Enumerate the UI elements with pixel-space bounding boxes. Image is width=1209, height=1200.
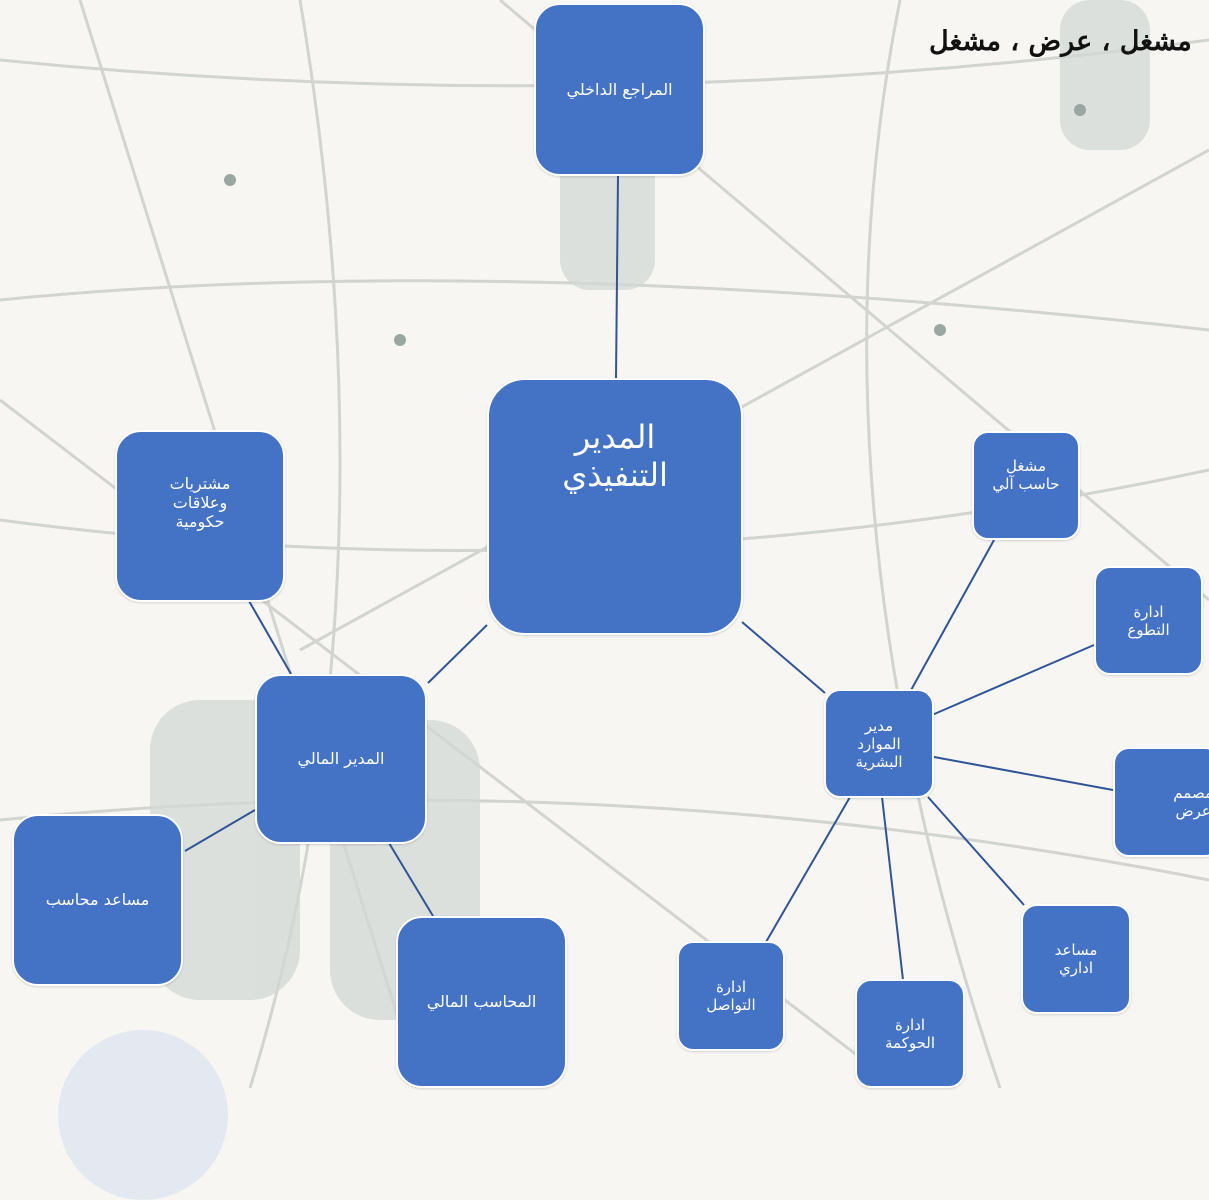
node-presentation-designer-label: مصمم عرض bbox=[1173, 784, 1209, 820]
connector-hr-admin-assistant bbox=[927, 796, 1025, 906]
connector-ceo-hr bbox=[741, 621, 826, 694]
node-procurement[interactable]: مشتريات وعلاقات حكومية bbox=[115, 430, 285, 602]
node-hr-manager-label: مدير الموارد البشرية bbox=[855, 716, 903, 771]
connector-hr-designer bbox=[933, 756, 1114, 791]
node-admin-assistant[interactable]: مساعد اداري bbox=[1021, 904, 1131, 1014]
connector-hr-computer-operator bbox=[909, 539, 995, 693]
node-financial-accountant-label: المحاسب المالي bbox=[426, 992, 537, 1012]
node-financial-accountant[interactable]: المحاسب المالي bbox=[396, 916, 567, 1088]
connector-ceo-auditor bbox=[615, 175, 619, 379]
connector-finance-assistant-accountant bbox=[184, 809, 256, 852]
connector-hr-governance bbox=[881, 796, 904, 981]
node-finance-manager[interactable]: المدير المالي bbox=[255, 674, 427, 844]
connector-hr-volunteer bbox=[931, 644, 1095, 716]
node-computer-operator[interactable]: مشغل حاسب آلي bbox=[972, 431, 1080, 540]
connector-finance-procurement bbox=[248, 600, 292, 675]
node-volunteer-mgmt[interactable]: ادارة التطوع bbox=[1094, 566, 1203, 675]
connector-finance-accountant bbox=[388, 842, 434, 917]
connector-hr-communication bbox=[765, 796, 851, 943]
node-governance-mgmt-label: ادارة الحوكمة bbox=[884, 1015, 936, 1052]
node-hr-manager[interactable]: مدير الموارد البشرية bbox=[824, 689, 934, 798]
node-ceo[interactable]: المدير التنفيذي bbox=[487, 378, 743, 635]
header-fragment: مشغل ، عرض ، مشغل bbox=[929, 26, 1192, 57]
node-volunteer-mgmt-label: ادارة التطوع bbox=[1127, 602, 1170, 639]
node-internal-auditor[interactable]: المراجع الداخلي bbox=[534, 3, 705, 176]
node-communication-mgmt-label: ادارة التواصل bbox=[706, 978, 756, 1014]
node-communication-mgmt[interactable]: ادارة التواصل bbox=[677, 941, 785, 1051]
connector-ceo-finance bbox=[427, 624, 488, 684]
node-internal-auditor-label: المراجع الداخلي bbox=[566, 79, 673, 99]
node-presentation-designer[interactable]: مصمم عرض bbox=[1113, 747, 1209, 857]
node-finance-manager-label: المدير المالي bbox=[297, 749, 385, 769]
node-governance-mgmt[interactable]: ادارة الحوكمة bbox=[855, 979, 965, 1088]
node-computer-operator-label: مشغل حاسب آلي bbox=[992, 457, 1060, 493]
node-procurement-label: مشتريات وعلاقات حكومية bbox=[169, 474, 231, 532]
node-assistant-accountant[interactable]: مساعد محاسب bbox=[12, 814, 183, 986]
node-ceo-label: المدير التنفيذي bbox=[562, 418, 668, 495]
node-admin-assistant-label: مساعد اداري bbox=[1054, 941, 1098, 977]
node-assistant-accountant-label: مساعد محاسب bbox=[45, 890, 150, 910]
connectors bbox=[184, 175, 1114, 981]
